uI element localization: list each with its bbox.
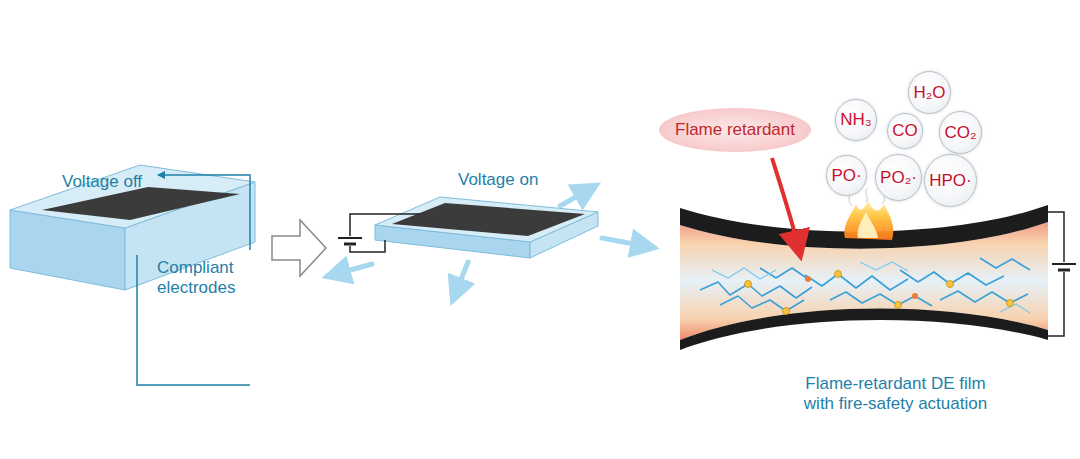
battery-symbol <box>338 214 420 252</box>
node-text: NH₃ <box>840 110 871 130</box>
pointer-arrow <box>772 158 798 246</box>
state-label: Voltage off <box>62 172 142 192</box>
molecule-bubble: CO₂ <box>939 111 982 154</box>
molecule-bubble: H₂O <box>908 71 951 114</box>
molecule-bubble: CO <box>887 113 923 149</box>
caption-label: Flame-retardant DE film with fire-safety… <box>788 374 1003 415</box>
callout-label: Compliant electrodes <box>157 258 257 299</box>
node-text: H₂O <box>913 83 945 103</box>
node-text: PO· <box>831 166 861 186</box>
node-text: PO₂· <box>880 168 917 188</box>
molecule-bubble: PO₂· <box>875 154 922 201</box>
battery-symbol <box>1048 212 1076 336</box>
molecule-bubble: PO· <box>826 155 867 196</box>
strain-arrows <box>336 190 645 292</box>
flame-retardant-film <box>680 205 1048 350</box>
node-text: CO₂ <box>944 123 976 143</box>
node-text: CO <box>892 121 918 141</box>
node-text: Flame retardant <box>675 120 795 140</box>
molecule-bubble: NH₃ <box>835 99 877 141</box>
annotation-ellipse: Flame retardant <box>659 108 811 152</box>
molecule-bubble: HPO· <box>924 154 977 207</box>
node-text: HPO· <box>929 171 972 191</box>
process-arrow <box>272 220 326 276</box>
state-label: Voltage on <box>458 170 538 190</box>
